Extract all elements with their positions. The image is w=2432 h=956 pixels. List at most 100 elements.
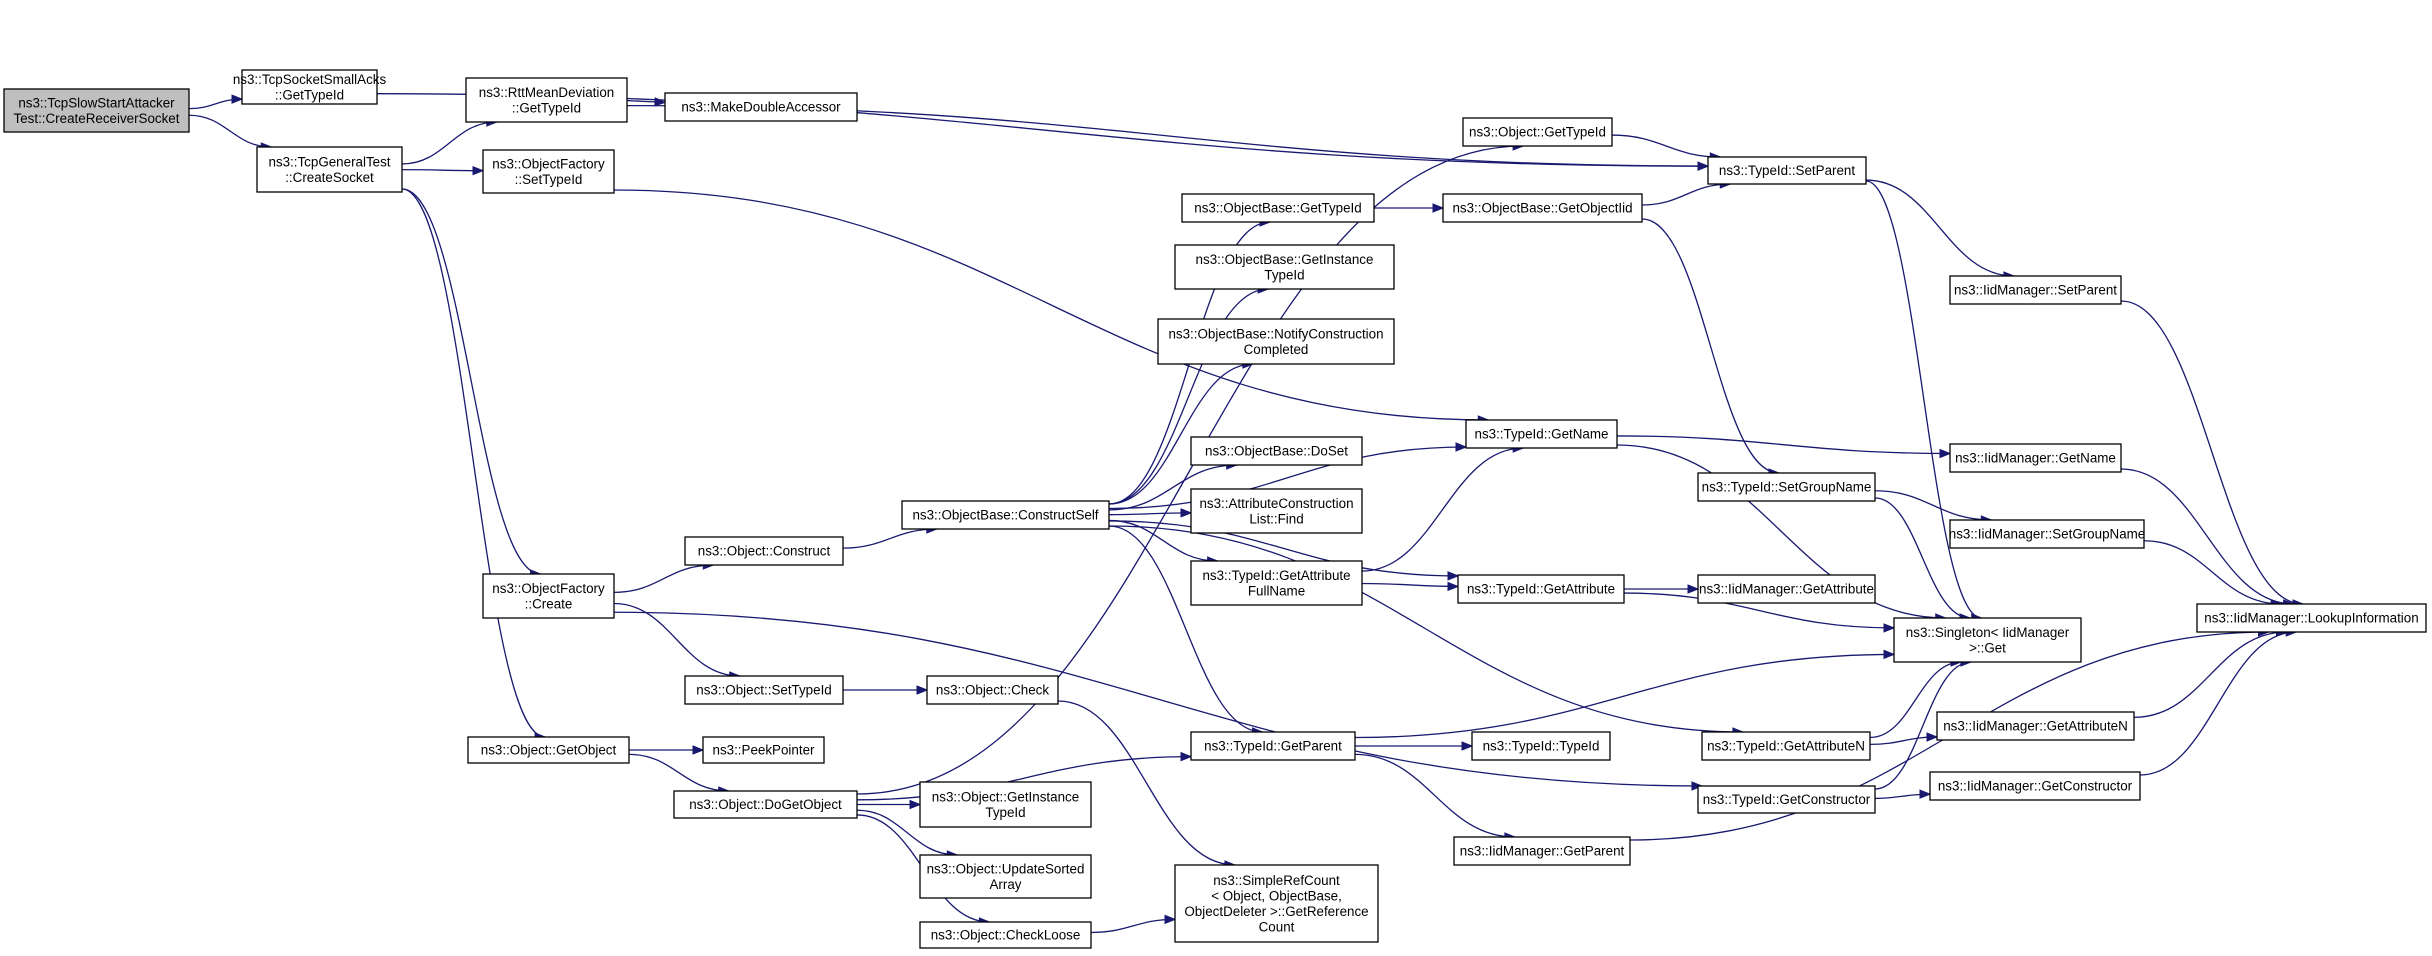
node-imgp[interactable]: ns3::IidManager::GetParent bbox=[1453, 836, 1631, 866]
node-box bbox=[1181, 193, 1375, 223]
edge-obcs-to-obgi bbox=[1108, 284, 1270, 505]
arrowhead-icon bbox=[909, 799, 922, 810]
node-osti[interactable]: ns3::Object::SetTypeId bbox=[684, 675, 844, 705]
node-box bbox=[919, 854, 1092, 899]
node-label-line: Test::CreateReceiverSocket bbox=[14, 111, 180, 126]
node-label-line: ns3::PeekPointer bbox=[713, 743, 816, 758]
node-ochl[interactable]: ns3::Object::CheckLoose bbox=[919, 921, 1092, 949]
edge-line bbox=[1108, 512, 1192, 516]
arrowhead-icon bbox=[654, 97, 667, 107]
node-box bbox=[1697, 472, 1876, 502]
node-imsgn[interactable]: ns3::IidManager::SetGroupName bbox=[1949, 519, 2146, 549]
node-obnc[interactable]: ns3::ObjectBase::NotifyConstructionCompl… bbox=[1157, 318, 1395, 365]
edge-line bbox=[401, 121, 497, 165]
node-label-line: ns3::IidManager::GetAttributeN bbox=[1943, 719, 2128, 734]
node-imga[interactable]: ns3::IidManager::GetAttribute bbox=[1697, 574, 1876, 604]
node-box bbox=[1471, 731, 1611, 761]
node-box bbox=[1190, 436, 1363, 466]
node-label-line: ns3::ObjectFactory bbox=[492, 581, 605, 596]
node-label-line: ns3::TypeId::GetConstructor bbox=[1703, 792, 1871, 807]
node-pp[interactable]: ns3::PeekPointer bbox=[702, 736, 825, 764]
node-obds[interactable]: ns3::ObjectBase::DoSet bbox=[1190, 436, 1363, 466]
node-titi[interactable]: ns3::TypeId::TypeId bbox=[1471, 731, 1611, 761]
node-tisgn[interactable]: ns3::TypeId::SetGroupName bbox=[1697, 472, 1876, 502]
edge-rtt-to-mda bbox=[626, 97, 667, 107]
edge-tigan-to-imgan bbox=[1869, 732, 1939, 746]
node-imgan[interactable]: ns3::IidManager::GetAttributeN bbox=[1936, 711, 2135, 741]
node-ochk[interactable]: ns3::Object::Check bbox=[926, 675, 1059, 705]
node-imgn[interactable]: ns3::IidManager::GetName bbox=[1949, 443, 2122, 473]
node-ofc[interactable]: ns3::ObjectFactory::Create bbox=[482, 573, 615, 619]
node-label-line: ns3::IidManager::GetName bbox=[1955, 451, 2116, 466]
edge-line bbox=[1108, 520, 1459, 577]
node-ogtid[interactable]: ns3::Object::GetTypeId bbox=[1462, 117, 1613, 147]
node-root[interactable]: ns3::TcpSlowStartAttackerTest::CreateRec… bbox=[3, 88, 190, 133]
node-box bbox=[467, 736, 630, 764]
arrowhead-icon bbox=[1432, 203, 1445, 213]
node-imgc[interactable]: ns3::IidManager::GetConstructor bbox=[1929, 771, 2141, 801]
node-label-line: ns3::SimpleRefCount bbox=[1213, 873, 1340, 888]
node-box bbox=[1174, 244, 1395, 290]
edge-line bbox=[1361, 582, 1459, 588]
node-box bbox=[465, 77, 628, 123]
node-box bbox=[3, 88, 190, 133]
edge-tisgn-to-sing bbox=[1874, 497, 1972, 623]
node-tigp[interactable]: ns3::TypeId::GetParent bbox=[1190, 731, 1356, 761]
node-label-line: ns3::MakeDoubleAccessor bbox=[681, 100, 841, 115]
node-label-line: TypeId bbox=[985, 805, 1025, 820]
node-label-line: ns3::ObjectBase::DoSet bbox=[1205, 444, 1348, 459]
edge-line bbox=[1108, 519, 1218, 562]
arrowhead-icon bbox=[1939, 448, 1952, 459]
node-obcs[interactable]: ns3::ObjectBase::ConstructSelf bbox=[901, 500, 1110, 530]
node-box bbox=[1697, 574, 1876, 604]
node-obgoi[interactable]: ns3::ObjectBase::GetObjectIid bbox=[1442, 193, 1643, 223]
edge-osti-to-ochk bbox=[842, 685, 929, 695]
node-oget[interactable]: ns3::Object::GetObject bbox=[467, 736, 630, 764]
node-imli[interactable]: ns3::IidManager::LookupInformation bbox=[2196, 603, 2427, 633]
node-label-line: ns3::Singleton< IidManager bbox=[1906, 625, 2070, 640]
node-box bbox=[256, 146, 403, 193]
node-tign[interactable]: ns3::TypeId::GetName bbox=[1465, 419, 1618, 449]
node-tisp[interactable]: ns3::TypeId::SetParent bbox=[1707, 156, 1867, 185]
edge-imgan-to-imli bbox=[2133, 627, 2288, 719]
node-tigc[interactable]: ns3::TypeId::GetConstructor bbox=[1697, 785, 1876, 814]
node-tgt[interactable]: ns3::TcpGeneralTest::CreateSocket bbox=[256, 146, 403, 193]
edge-obgt-to-obgoi bbox=[1373, 203, 1445, 213]
node-label-line: < Object, ObjectBase, bbox=[1211, 888, 1342, 903]
node-tiga[interactable]: ns3::TypeId::GetAttribute bbox=[1457, 574, 1625, 604]
node-box bbox=[1707, 156, 1867, 185]
arrowhead-icon bbox=[1926, 732, 1939, 742]
node-label-line: ns3::Object::DoGetObject bbox=[689, 797, 842, 812]
node-mda[interactable]: ns3::MakeDoubleAccessor bbox=[664, 92, 858, 122]
edge-line bbox=[401, 188, 541, 575]
node-label-line: ns3::TypeId::GetParent bbox=[1204, 739, 1342, 754]
edge-line bbox=[401, 169, 484, 172]
node-box bbox=[1462, 117, 1613, 147]
node-obgt[interactable]: ns3::ObjectBase::GetTypeId bbox=[1181, 193, 1375, 223]
node-box bbox=[1465, 419, 1618, 449]
edge-line bbox=[1108, 525, 1743, 733]
node-tigan[interactable]: ns3::TypeId::GetAttributeN bbox=[1701, 731, 1871, 761]
node-odgo[interactable]: ns3::Object::DoGetObject bbox=[673, 790, 858, 819]
node-srgr[interactable]: ns3::SimpleRefCount< Object, ObjectBase,… bbox=[1174, 864, 1379, 943]
call-graph-edges bbox=[188, 93, 2305, 934]
edge-tign-to-imgn bbox=[1616, 435, 1952, 459]
node-ofst[interactable]: ns3::ObjectFactory::SetTypeId bbox=[482, 149, 615, 194]
node-ocon[interactable]: ns3::Object::Construct bbox=[684, 536, 844, 566]
node-rtt[interactable]: ns3::RttMeanDeviation::GetTypeId bbox=[465, 77, 628, 123]
node-tssa[interactable]: ns3::TcpSocketSmallAcks::GetTypeId bbox=[233, 69, 387, 105]
node-label-line: Count bbox=[1259, 919, 1295, 934]
edge-line bbox=[628, 753, 729, 792]
node-label-line: ns3::Object::Check bbox=[936, 683, 1049, 698]
node-imsp[interactable]: ns3::IidManager::SetParent bbox=[1949, 275, 2122, 305]
node-box bbox=[241, 69, 378, 105]
arrowhead-icon bbox=[1180, 751, 1193, 762]
node-box bbox=[1157, 318, 1395, 365]
node-sing[interactable]: ns3::Singleton< IidManager>::Get bbox=[1893, 617, 2082, 663]
edge-line bbox=[1090, 918, 1176, 934]
